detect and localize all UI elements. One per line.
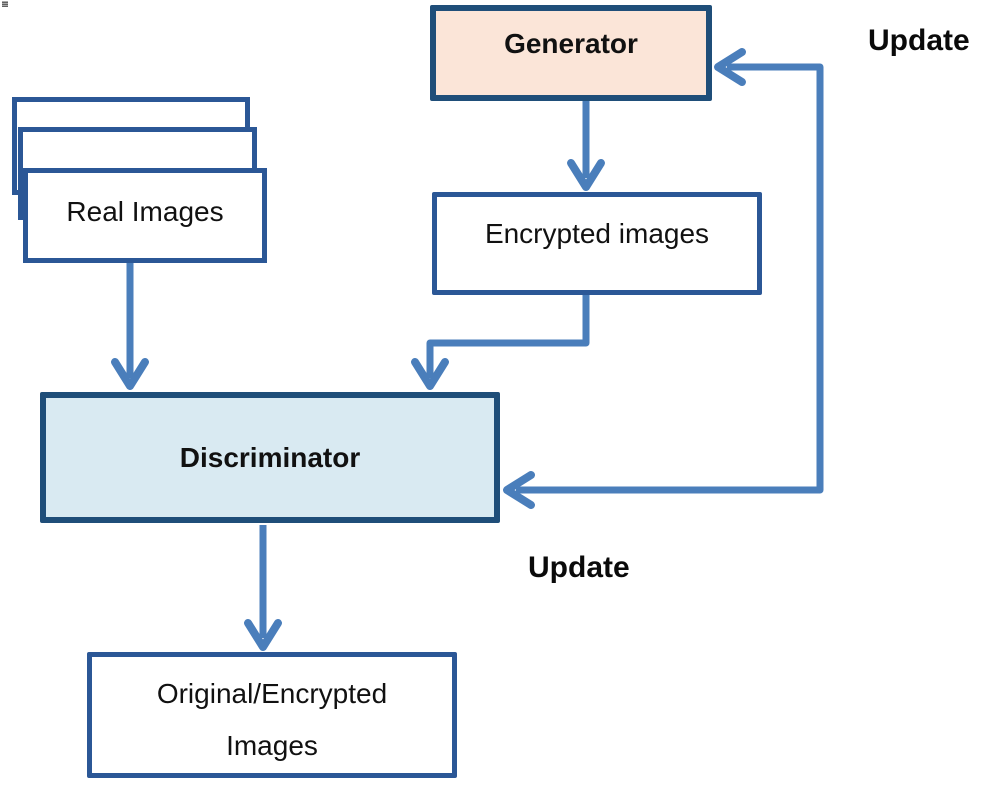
arrow-discriminator-to-output-images	[244, 525, 282, 651]
generator-node: Generator	[430, 5, 712, 101]
real-images-label: Real Images	[66, 195, 224, 227]
corner-artifact	[2, 1, 8, 7]
arrow-encrypted-images-to-discriminator	[411, 295, 590, 390]
generator-label: Generator	[504, 28, 638, 60]
discriminator-label: Discriminator	[179, 441, 361, 473]
output-images-label: Original/Encrypted Images	[156, 678, 388, 761]
output-images-node: Original/Encrypted Images	[87, 652, 457, 778]
arrow-real-images-to-discriminator	[111, 263, 149, 390]
update-generator-label: Update	[868, 24, 970, 57]
discriminator-node: Discriminator	[40, 392, 500, 523]
real-images-node: Real Images	[23, 168, 267, 263]
encrypted-images-node: Encrypted images	[432, 192, 762, 295]
update-discriminator-label: Update	[528, 551, 630, 584]
encrypted-images-label: Encrypted images	[484, 217, 710, 249]
arrow-generator-to-encrypted-images	[567, 101, 605, 191]
